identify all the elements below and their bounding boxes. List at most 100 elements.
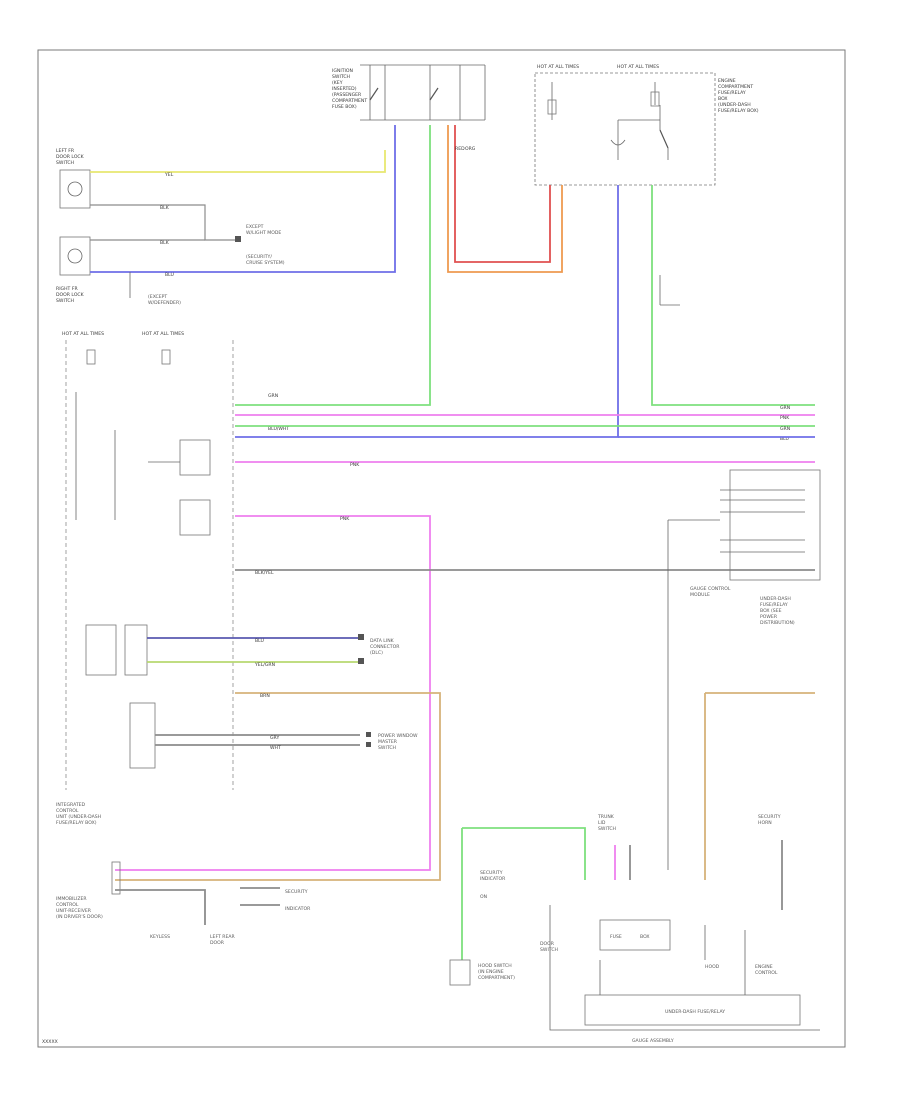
bottom-right-components: TRUNK LID SWITCH DOOR SWITCH FUSE BOX UN… <box>540 814 820 1044</box>
security-bottom-0: SECURITY <box>285 889 308 895</box>
trunk-lid-2: SWITCH <box>598 826 616 832</box>
wire-orange <box>447 125 563 273</box>
rear-label: UNDER-DASH FUSE/RELAY <box>665 1009 725 1015</box>
security-horn-0: SECURITY <box>758 814 781 820</box>
diagram-frame <box>37 49 846 1048</box>
wire-label-brn: BRN <box>260 693 270 699</box>
data-link-1: CONNECTOR <box>370 644 400 650</box>
fuse-trunk-1: BOX <box>640 934 650 940</box>
wire-label-blu-2: BLU <box>780 436 789 442</box>
wire-label-pnk-3: PNK <box>340 516 350 522</box>
ignition-switch-label-4: (PASSENGER <box>332 92 362 98</box>
gauge-control-1: MODULE <box>690 592 710 598</box>
ignition-switch-label-2: (KEY <box>332 80 343 86</box>
ground-note-0: EXCEPT <box>246 224 264 230</box>
wire-label-blk-2: BLK <box>160 240 170 246</box>
hood-switch-0: HOOD SWITCH <box>478 963 512 969</box>
wire-blue-top <box>90 125 396 273</box>
wire-label-yel: YEL <box>164 172 174 178</box>
door-switch-0: DOOR <box>540 941 555 947</box>
power-window-master-switch: GRY WHT POWER WINDOW MASTER SWITCH <box>129 702 418 769</box>
wire-label-blk-1: BLK <box>160 205 170 211</box>
wire-tan <box>115 692 441 881</box>
ignition-switch-label-5: COMPARTMENT <box>332 98 367 104</box>
trunk-lid-0: TRUNK <box>597 814 615 820</box>
left-rear-1: DOOR <box>210 940 225 946</box>
wire-label-blu: BLU <box>165 272 174 278</box>
left-group-1: CONTROL <box>56 808 79 814</box>
gauge-control-0: GAUGE CONTROL <box>690 586 731 592</box>
data-link-0: DATA LINK <box>370 638 395 644</box>
hot-battery-label-2: HOT AT ALL TIMES <box>617 64 659 70</box>
wire-green-ign <box>235 125 431 406</box>
under-dash-note-1: FUSE/RELAY <box>760 602 788 608</box>
security-horn-1: HORN <box>758 820 772 826</box>
hood-switch-1: (IN ENGINE <box>478 969 504 975</box>
immobilizer-0: IMMOBILIZER <box>56 896 87 902</box>
left-rear-0: LEFT REAR <box>210 934 236 940</box>
wire-label-blk-yel: BLK/YEL <box>255 570 274 576</box>
wire-label-blu-wht: BLU/WHT <box>268 426 289 432</box>
fuse-box-right-label-0: ENGINE <box>718 78 736 84</box>
wire-label-pnk-1: PNK <box>350 462 360 468</box>
ignition-switch-label-1: SWITCH <box>332 74 350 80</box>
wire-red <box>454 125 551 263</box>
hot-battery-label-1: HOT AT ALL TIMES <box>537 64 579 70</box>
immobilizer-3: (IN DRIVER'S DOOR) <box>56 914 103 920</box>
power-window-2: SWITCH <box>378 745 396 751</box>
wire-tan-right <box>704 692 815 880</box>
ground-left-1: W/DEFENDER) <box>148 300 181 306</box>
ignition-switch-label-3: INSERTED) <box>332 86 357 92</box>
door-switch-1: SWITCH <box>540 947 558 953</box>
left-group-3: FUSE/RELAY BOX) <box>56 820 97 826</box>
immobilizer-2: UNIT-RECEIVER <box>56 908 92 914</box>
wire-label-gry: GRY <box>270 735 279 741</box>
rear-dome-left-label-0: RIGHT FR <box>56 286 78 292</box>
front-dome-left-label-2: SWITCH <box>56 160 74 166</box>
lower-right-1: CONTROL <box>755 970 778 976</box>
ignition-switch: IGNITION SWITCH (KEY INSERTED) (PASSENGE… <box>332 64 486 121</box>
fuse-box-right-label-5: FUSE/RELAY BOX) <box>718 108 759 114</box>
security-bottom-1: INDICATOR <box>285 906 311 912</box>
wire-label-grn-3: GRN <box>780 426 790 432</box>
wire-label-blu-2b: BLU <box>255 638 264 644</box>
wire-blue-right <box>235 185 619 438</box>
fuse-box-right-label-4: (UNDER-DASH <box>718 102 751 108</box>
hood-switch: SECURITY INDICATOR ON HOOD SWITCH (IN EN… <box>449 827 586 986</box>
under-dash-note-2: BOX (SEE <box>760 608 782 614</box>
right-connectors: GAUGE CONTROL MODULE UNDER-DASH FUSE/REL… <box>667 469 821 870</box>
ground-left-0: (EXCEPT <box>148 294 167 300</box>
wire-label-grn-1: GRN <box>268 393 278 399</box>
engine-fuse-relay-box: HOT AT ALL TIMES HOT AT ALL TIMES ENGINE… <box>534 64 759 186</box>
wire-label-pnk-2: PNK <box>780 415 790 421</box>
wire-label-org: ORG <box>465 146 476 152</box>
trunk-lid-1: LID <box>598 820 606 826</box>
rear-dome-left-label-2: SWITCH <box>56 298 74 304</box>
wire-label-grn-2: GRN <box>780 405 790 411</box>
left-door-lock-switches: LEFT FR DOOR LOCK SWITCH RIGHT FR DOOR L… <box>56 148 91 304</box>
wire-label-wht: WHT <box>270 745 281 751</box>
security-system-1: CRUISE SYSTEM) <box>246 260 285 266</box>
integrated-control-unit: HOT AT ALL TIMES HOT AT ALL TIMES INTEGR… <box>56 331 234 826</box>
under-dash-note-3: POWER <box>760 614 778 620</box>
left-group-0: INTEGRATED <box>56 802 86 808</box>
front-dome-left-label-0: LEFT FR <box>56 148 75 154</box>
hood-label: HOOD <box>705 964 720 970</box>
immobilizer-1: CONTROL <box>56 902 79 908</box>
wire-label-red: RED <box>455 146 465 152</box>
keyless-0: KEYLESS <box>150 934 170 940</box>
immobilizer-control-unit: IMMOBILIZER CONTROL UNIT-RECEIVER (IN DR… <box>56 861 311 946</box>
front-dome-left-label-1: DOOR LOCK <box>56 154 85 160</box>
immobilizer-section: BLU YEL/GRN DATA LINK CONNECTOR (DLC) <box>85 624 400 676</box>
lower-right-0: ENGINE <box>755 964 773 970</box>
wire-label-yel-grn: YEL/GRN <box>254 662 275 668</box>
fuse-trunk-0: FUSE <box>610 934 622 940</box>
sensor-note-1: INDICATOR <box>480 876 506 882</box>
power-window-0: POWER WINDOW <box>378 733 418 739</box>
security-system-0: (SECURITY/ <box>246 254 272 260</box>
under-dash-note-0: UNDER-DASH <box>760 596 791 602</box>
rear-dome-left-label-1: DOOR LOCK <box>56 292 85 298</box>
page-code: XXXXX <box>42 1039 58 1045</box>
sensor-note-2: ON <box>480 894 487 900</box>
sensor-note-0: SECURITY <box>480 870 503 876</box>
